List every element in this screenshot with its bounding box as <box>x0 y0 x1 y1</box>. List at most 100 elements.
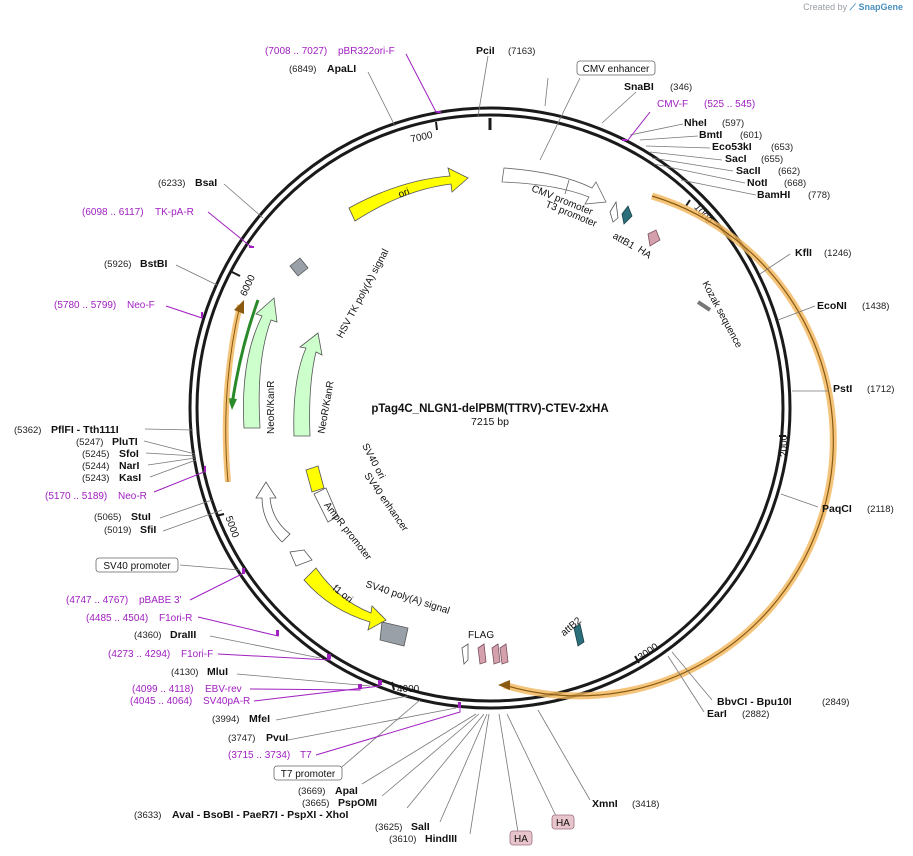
svg-text:(3418): (3418) <box>632 799 659 810</box>
enzyme-bmti: BmtI <box>699 129 722 141</box>
svg-text:(1712): (1712) <box>867 384 894 395</box>
svg-text:(1438): (1438) <box>862 301 889 312</box>
enzyme-labels: PciI(7163) SnaBI(346) NheI(597) BmtI(601… <box>14 45 894 845</box>
svg-text:(6233): (6233) <box>158 178 185 189</box>
feature-sv40-enhancer: SV40 enhancer <box>361 471 410 534</box>
kozak-marker <box>696 300 712 312</box>
neo-green-head <box>228 398 237 410</box>
svg-text:(3625): (3625) <box>375 822 402 833</box>
enzyme-bstbi: BstBI <box>140 258 168 270</box>
ampr-promoter-marker <box>255 481 291 543</box>
enzyme-psti: PstI <box>833 383 852 395</box>
enzyme-kasi: KasI <box>119 472 141 484</box>
primer-ebv-rev: EBV-rev <box>205 684 242 695</box>
svg-text:(4360): (4360) <box>134 630 161 641</box>
svg-text:(662): (662) <box>778 166 800 177</box>
enzyme-econi: EcoNI <box>817 300 847 312</box>
svg-text:(5362): (5362) <box>14 425 41 436</box>
svg-text:(5247): (5247) <box>76 437 103 448</box>
svg-text:(4273 .. 4294): (4273 .. 4294) <box>108 649 170 660</box>
orf-arrow-head <box>498 680 510 690</box>
label-sv40-promoter: SV40 promoter <box>103 561 171 572</box>
svg-text:(5245): (5245) <box>82 449 109 460</box>
enzyme-kfli: KflI <box>795 247 812 259</box>
svg-text:(5244): (5244) <box>82 461 109 472</box>
enzyme-pluti: PluTI <box>112 436 138 448</box>
enzyme-apali: ApaLI <box>327 63 356 75</box>
svg-text:(3665): (3665) <box>302 798 329 809</box>
primer-pbabe-3: pBABE 3' <box>139 595 182 606</box>
svg-text:(4099 .. 4118): (4099 .. 4118) <box>132 684 194 695</box>
enzyme-xmni: XmnI <box>592 798 618 810</box>
credit-brand: SnapGene <box>858 2 903 12</box>
svg-text:(3610): (3610) <box>389 834 416 845</box>
enzyme-sali: SalI <box>411 821 430 833</box>
enzyme-apai: ApaI <box>335 785 358 797</box>
feature-ha-top: HA <box>635 244 653 261</box>
sv40-enhancer-marker <box>313 487 339 523</box>
svg-text:(6098 .. 6117): (6098 .. 6117) <box>82 207 144 218</box>
feature-kozak: Kozak sequence <box>699 280 744 351</box>
svg-text:(4747 .. 4767): (4747 .. 4767) <box>66 595 128 606</box>
svg-text:(601): (601) <box>740 130 762 141</box>
enzyme-mfei: MfeI <box>249 713 270 725</box>
backbone-outer <box>188 106 792 710</box>
neor-arrow-inner <box>293 332 323 437</box>
primer-sv40pa-r: SV40pA-R <box>203 696 250 707</box>
ha-marker-top <box>647 229 661 247</box>
enzyme-avai: AvaI - BsoBI - PaeR7I - PspXI - XhoI <box>172 809 348 821</box>
enzyme-nhei: NheI <box>684 117 707 129</box>
enzyme-pvui: PvuI <box>266 732 288 744</box>
svg-text:(5065): (5065) <box>94 512 121 523</box>
svg-text:(6849): (6849) <box>289 64 316 75</box>
backbone-inner <box>195 113 785 703</box>
enzyme-eari: EarI <box>707 708 727 720</box>
ha-marker-3 <box>499 643 509 665</box>
plasmid-length: 7215 bp <box>471 416 509 428</box>
label-ha-2: HA <box>514 834 528 845</box>
enzyme-bamhi: BamHI <box>757 189 790 201</box>
svg-text:(5926): (5926) <box>104 259 131 270</box>
feature-neor-outer: NeoR/KanR <box>266 381 277 434</box>
enzyme-saci: SacI <box>725 153 747 165</box>
tick-3000: 3000 <box>636 641 661 663</box>
svg-text:(668): (668) <box>784 178 806 189</box>
primer-labels: (7008 .. 7027)pBR322ori-F CMV-F(525 .. 5… <box>45 46 755 761</box>
tick-4000: 4000 <box>397 684 420 695</box>
enzyme-draiii: DraIII <box>170 629 196 641</box>
ori-arrow <box>348 167 469 222</box>
label-cmv-enhancer: CMV enhancer <box>583 64 650 75</box>
cmv-promoter-arrow <box>501 167 607 205</box>
svg-text:(4045 .. 4064): (4045 .. 4064) <box>130 696 192 707</box>
enzyme-pspomi: PspOMI <box>338 797 377 809</box>
primer-t7: T7 <box>300 750 312 761</box>
feature-ampr-promoter: AmpR promoter <box>321 500 374 563</box>
sv40-polya-marker <box>379 621 409 647</box>
attb1-marker <box>621 205 633 225</box>
enzyme-eco53ki: Eco53kI <box>712 141 752 153</box>
feature-flag: FLAG <box>468 630 494 641</box>
orf-arc-line <box>503 195 835 697</box>
svg-text:(7008 .. 7027): (7008 .. 7027) <box>265 46 327 57</box>
enzyme-noti: NotI <box>747 177 767 189</box>
svg-text:(653): (653) <box>771 142 793 153</box>
svg-text:(2882): (2882) <box>742 709 769 720</box>
svg-text:(597): (597) <box>722 118 744 129</box>
primer-tk-pa-r: TK-pA-R <box>155 207 194 218</box>
enzyme-nari: NarI <box>119 460 140 472</box>
primer-neo-f: Neo-F <box>127 300 155 311</box>
orf-left-head <box>234 300 244 314</box>
svg-text:(778): (778) <box>808 190 830 201</box>
enzyme-pcii: PciI <box>476 45 495 57</box>
boxed-labels: CMV enhancer SV40 promoter T7 promoter H… <box>95 60 656 846</box>
feature-attb1: attB1 <box>611 231 637 252</box>
primer-ring-marks <box>201 111 627 708</box>
svg-text:(5243): (5243) <box>82 473 109 484</box>
t3-small-arrow <box>609 200 619 223</box>
primer-cmv-f: CMV-F <box>657 99 688 110</box>
feature-ori: ori <box>397 186 411 200</box>
ampr-small-marker <box>289 549 313 567</box>
svg-text:(655): (655) <box>761 154 783 165</box>
svg-text:(3747): (3747) <box>228 733 255 744</box>
